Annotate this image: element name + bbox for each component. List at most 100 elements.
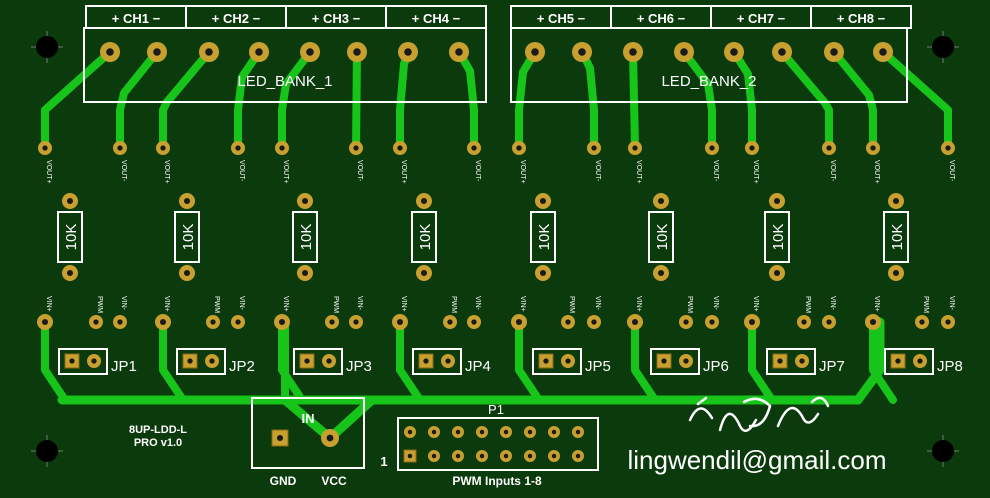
mounting-hole xyxy=(36,440,58,462)
drill-hole xyxy=(551,429,557,435)
copper-trace xyxy=(159,318,187,404)
jumper-outline xyxy=(412,348,462,375)
jumper-label: JP8 xyxy=(937,358,963,375)
drill-hole xyxy=(353,319,359,325)
resistor-value: 10K xyxy=(536,224,553,251)
vout-label: VOUT- xyxy=(712,160,719,182)
drill-hole xyxy=(709,145,715,151)
drill-hole xyxy=(539,197,547,205)
power-input-label: IN xyxy=(302,411,315,426)
channel-label: + CH6 − xyxy=(637,11,686,26)
drill-hole xyxy=(575,429,581,435)
jumper-label: JP3 xyxy=(346,358,372,375)
vout-label: VOUT- xyxy=(356,160,363,182)
drill-hole xyxy=(895,358,901,364)
drill-hole xyxy=(455,453,461,459)
drill-hole xyxy=(329,319,335,325)
vout-label: VOUT+ xyxy=(282,160,289,184)
drill-hole xyxy=(279,145,285,151)
drill-hole xyxy=(919,319,925,325)
drill-hole xyxy=(423,358,429,364)
resistor-value: 10K xyxy=(770,224,787,251)
vin-label: VIN- xyxy=(474,296,481,311)
jumper-outline xyxy=(884,348,934,375)
drill-hole xyxy=(830,48,838,56)
drill-hole xyxy=(353,48,361,56)
drill-hole xyxy=(479,429,485,435)
resistor-outline xyxy=(411,211,437,263)
drill-hole xyxy=(276,434,284,442)
drill-hole xyxy=(578,48,586,56)
drill-hole xyxy=(543,358,549,364)
resistor-value: 10K xyxy=(63,224,80,251)
board-name: 8UP-LDD-L xyxy=(129,424,187,436)
vout-label: VOUT+ xyxy=(45,160,52,184)
copper-trace xyxy=(730,48,756,152)
drill-hole xyxy=(730,48,738,56)
pwm-header-outline xyxy=(397,417,599,471)
vin-label: VIN+ xyxy=(519,296,526,312)
vout-label: VOUT- xyxy=(594,160,601,182)
vin-label: PWM xyxy=(804,296,811,313)
signature-glyph xyxy=(688,396,830,433)
drill-hole xyxy=(799,358,805,364)
resistor-value: 10K xyxy=(298,224,315,251)
channel-label: + CH3 − xyxy=(312,11,361,26)
drill-hole xyxy=(235,319,241,325)
drill-hole xyxy=(661,358,667,364)
drill-hole xyxy=(631,318,639,326)
vout-label: VOUT+ xyxy=(635,160,642,184)
resistor-value: 10K xyxy=(180,224,197,251)
drill-hole xyxy=(93,319,99,325)
copper-trace xyxy=(41,48,114,152)
drill-hole xyxy=(680,48,688,56)
drill-hole xyxy=(353,145,359,151)
channel-header-box xyxy=(385,5,487,29)
drill-hole xyxy=(945,145,951,151)
drill-hole xyxy=(879,48,887,56)
drill-hole xyxy=(709,319,715,325)
jumper-label: JP5 xyxy=(585,358,611,375)
vout-label: VOUT- xyxy=(474,160,481,182)
drill-hole xyxy=(539,269,547,277)
resistor-outline xyxy=(530,211,556,263)
drill-hole xyxy=(527,429,533,435)
copper-trace xyxy=(278,48,314,152)
vin-label: VIN- xyxy=(120,296,127,311)
drill-hole xyxy=(565,358,571,364)
jumper-label: JP2 xyxy=(229,358,255,375)
drill-hole xyxy=(404,48,412,56)
vout-label: VOUT- xyxy=(238,160,245,182)
vin-label: PWM xyxy=(96,296,103,313)
drill-hole xyxy=(471,145,477,151)
drill-hole xyxy=(591,319,597,325)
jumper-outline xyxy=(532,348,582,375)
copper-trace xyxy=(748,318,776,404)
drill-hole xyxy=(479,453,485,459)
pwm-header-caption: PWM Inputs 1-8 xyxy=(452,474,542,488)
resistor-value: 10K xyxy=(889,224,906,251)
vin-label: PWM xyxy=(568,296,575,313)
copper-trace xyxy=(778,48,833,152)
drill-hole xyxy=(551,453,557,459)
author-email: lingwendil@gmail.com xyxy=(627,445,886,475)
vin-label: VIN+ xyxy=(635,296,642,312)
vin-label: VIN- xyxy=(238,296,245,311)
drill-hole xyxy=(397,145,403,151)
drill-hole xyxy=(183,197,191,205)
vout-label: VOUT+ xyxy=(400,160,407,184)
drill-hole xyxy=(205,48,213,56)
jumper-outline xyxy=(293,348,343,375)
pwm-header-ref: P1 xyxy=(488,402,504,417)
resistor-outline xyxy=(883,211,909,263)
resistor-outline xyxy=(174,211,200,263)
copper-trace xyxy=(869,318,897,404)
drill-hole xyxy=(455,429,461,435)
vin-label: PWM xyxy=(213,296,220,313)
drill-hole xyxy=(892,197,900,205)
drill-hole xyxy=(210,319,216,325)
drill-hole xyxy=(773,197,781,205)
vin-label: VIN+ xyxy=(45,296,52,312)
channel-label: + CH1 − xyxy=(112,11,161,26)
jumper-label: JP4 xyxy=(465,358,491,375)
